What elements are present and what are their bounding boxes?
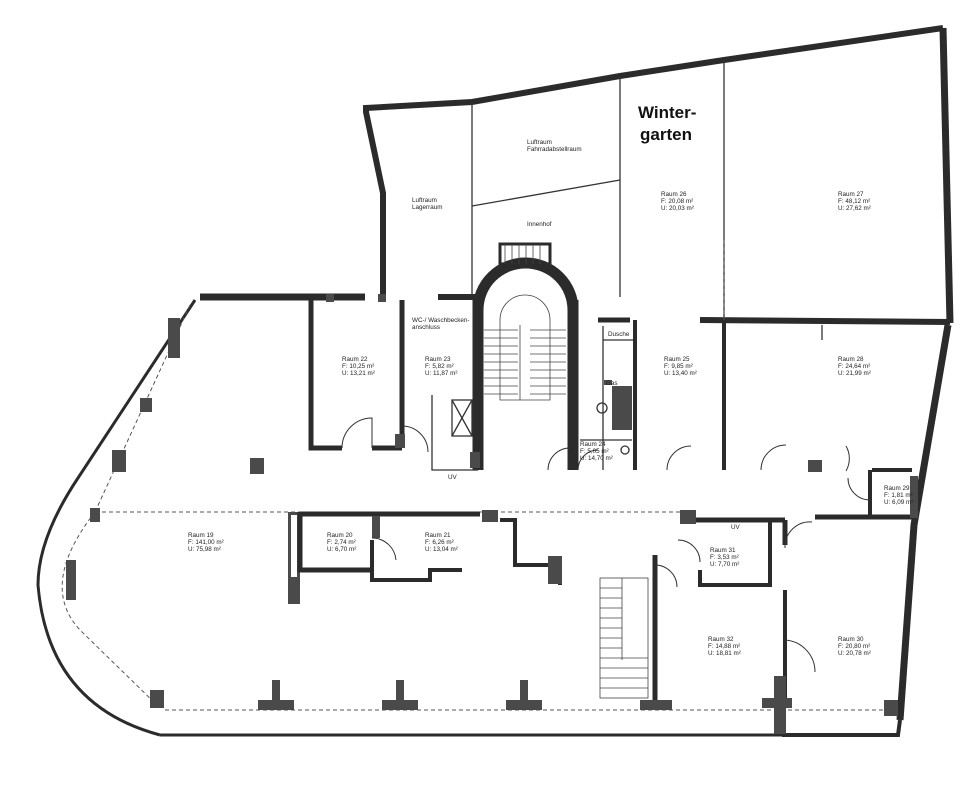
gas-label: Gas bbox=[606, 380, 618, 387]
room-label-23: Raum 23 F: 5,82 m² U: 11,87 m² bbox=[425, 356, 457, 377]
wc-label: WC-/ Waschbecken- anschluss bbox=[412, 317, 470, 331]
svg-text:F: 20,08 m²: F: 20,08 m² bbox=[661, 198, 693, 205]
svg-text:Luftraum: Luftraum bbox=[527, 139, 552, 146]
svg-text:F: 14,88 m²: F: 14,88 m² bbox=[708, 643, 740, 650]
room-label-26: Raum 26 F: 20,08 m² U: 20,03 m² bbox=[661, 191, 694, 212]
svg-text:Raum 23: Raum 23 bbox=[425, 356, 451, 363]
svg-text:Raum 25: Raum 25 bbox=[664, 356, 690, 363]
south-stair bbox=[599, 577, 649, 699]
room-label-20: Raum 20 F: 2,74 m² U: 6,70 m² bbox=[327, 532, 356, 553]
svg-text:U: 20,78 m²: U: 20,78 m² bbox=[838, 650, 871, 657]
room-label-30: Raum 30 F: 20,80 m² U: 20,78 m² bbox=[838, 636, 871, 657]
uv-label-2: UV bbox=[731, 524, 741, 531]
stair-tower bbox=[451, 242, 579, 470]
svg-text:Raum 24: Raum 24 bbox=[580, 441, 606, 448]
svg-text:F: 6,26 m²: F: 6,26 m² bbox=[425, 539, 454, 546]
room-label-25: Raum 25 F: 9,85 m² U: 13,40 m² bbox=[664, 356, 697, 377]
svg-text:F: 5,05 m²: F: 5,05 m² bbox=[580, 448, 609, 455]
svg-text:Raum 20: Raum 20 bbox=[327, 532, 353, 539]
dusche-label: Dusche bbox=[608, 331, 630, 338]
service-rooms-walls bbox=[547, 320, 850, 472]
dashed-curve-line bbox=[61, 511, 161, 709]
svg-text:F: 24,64 m²: F: 24,64 m² bbox=[838, 363, 870, 370]
svg-text:U: 21,99 m²: U: 21,99 m² bbox=[838, 370, 871, 377]
svg-text:U: 75,98 m²: U: 75,98 m² bbox=[188, 546, 221, 553]
svg-text:U: 6,70 m²: U: 6,70 m² bbox=[327, 546, 356, 553]
rooms-20-21-walls bbox=[288, 510, 562, 604]
wintergarten-label: Winter- garten bbox=[638, 103, 696, 144]
svg-text:WC-/ Waschbecken-: WC-/ Waschbecken- bbox=[412, 317, 470, 324]
svg-text:Raum 32: Raum 32 bbox=[708, 636, 734, 643]
svg-text:Raum 30: Raum 30 bbox=[838, 636, 864, 643]
room-label-27: Raum 27 F: 48,12 m² U: 27,62 m² bbox=[838, 191, 871, 212]
rooms-29-32-walls bbox=[652, 468, 912, 734]
svg-text:F: 3,53 m²: F: 3,53 m² bbox=[710, 554, 739, 561]
svg-text:Raum 19: Raum 19 bbox=[188, 532, 214, 539]
svg-text:Raum 21: Raum 21 bbox=[425, 532, 451, 539]
svg-text:U: 7,70 m²: U: 7,70 m² bbox=[710, 561, 739, 568]
columns bbox=[66, 294, 918, 716]
svg-text:F: 5,82 m²: F: 5,82 m² bbox=[425, 363, 454, 370]
room-label-21: Raum 21 F: 6,26 m² U: 13,04 m² bbox=[425, 532, 458, 553]
luftraum-lager-label: Luftraum Lagerraum bbox=[412, 197, 442, 211]
svg-text:U: 18,81 m²: U: 18,81 m² bbox=[708, 650, 741, 657]
svg-text:Raum 22: Raum 22 bbox=[342, 356, 368, 363]
luftraum-fahrrad-label: Luftraum Fahrradabstellraum bbox=[527, 139, 582, 153]
svg-text:Raum 29: Raum 29 bbox=[884, 485, 910, 492]
svg-text:F: 9,85 m²: F: 9,85 m² bbox=[664, 363, 693, 370]
svg-text:Raum 26: Raum 26 bbox=[661, 191, 687, 198]
svg-text:F: 1,81 m²: F: 1,81 m² bbox=[884, 492, 913, 499]
svg-text:F: 48,12 m²: F: 48,12 m² bbox=[838, 198, 870, 205]
svg-text:F: 20,80 m²: F: 20,80 m² bbox=[838, 643, 870, 650]
svg-text:F: 2,74 m²: F: 2,74 m² bbox=[327, 539, 356, 546]
room-label-31: Raum 31 F: 3,53 m² U: 7,70 m² bbox=[710, 547, 739, 568]
svg-text:U: 6,09 m²: U: 6,09 m² bbox=[884, 499, 913, 506]
svg-text:U: 20,03 m²: U: 20,03 m² bbox=[661, 205, 694, 212]
innenhof-label: Innenhof bbox=[527, 221, 552, 228]
svg-text:garten: garten bbox=[640, 125, 692, 144]
svg-text:U: 11,87 m²: U: 11,87 m² bbox=[425, 370, 457, 377]
svg-text:F: 141,00 m²: F: 141,00 m² bbox=[188, 539, 224, 546]
room-label-19: Raum 19 F: 141,00 m² U: 75,98 m² bbox=[188, 532, 224, 553]
room-label-24: Raum 24 F: 5,05 m² U: 14,70 m² bbox=[580, 441, 613, 462]
svg-text:Lagerraum: Lagerraum bbox=[412, 204, 442, 211]
svg-text:Raum 31: Raum 31 bbox=[710, 547, 736, 554]
room-label-29: Raum 29 F: 1,81 m² U: 6,09 m² bbox=[884, 485, 913, 506]
svg-text:U: 14,70 m²: U: 14,70 m² bbox=[580, 455, 613, 462]
svg-text:Winter-: Winter- bbox=[638, 103, 696, 122]
uv-label-1: UV bbox=[448, 474, 458, 481]
svg-text:anschluss: anschluss bbox=[412, 324, 440, 331]
outer-walls bbox=[36, 25, 954, 737]
rooms-22-23-walls bbox=[308, 300, 478, 471]
svg-text:Raum 28: Raum 28 bbox=[838, 356, 864, 363]
room-label-32: Raum 32 F: 14,88 m² U: 18,81 m² bbox=[708, 636, 741, 657]
room-label-22: Raum 22 F: 10,25 m² U: 13,21 m² bbox=[342, 356, 375, 377]
svg-text:U: 13,21 m²: U: 13,21 m² bbox=[342, 370, 375, 377]
svg-text:Fahrradabstellraum: Fahrradabstellraum bbox=[527, 146, 582, 153]
svg-text:Raum 27: Raum 27 bbox=[838, 191, 864, 198]
svg-text:U: 13,04 m²: U: 13,04 m² bbox=[425, 546, 458, 553]
svg-text:U: 13,40 m²: U: 13,40 m² bbox=[664, 370, 697, 377]
room-label-28: Raum 28 F: 24,64 m² U: 21,99 m² bbox=[838, 356, 871, 377]
svg-text:F: 10,25 m²: F: 10,25 m² bbox=[342, 363, 374, 370]
svg-text:Luftraum: Luftraum bbox=[412, 197, 437, 204]
svg-text:U: 27,62 m²: U: 27,62 m² bbox=[838, 205, 871, 212]
